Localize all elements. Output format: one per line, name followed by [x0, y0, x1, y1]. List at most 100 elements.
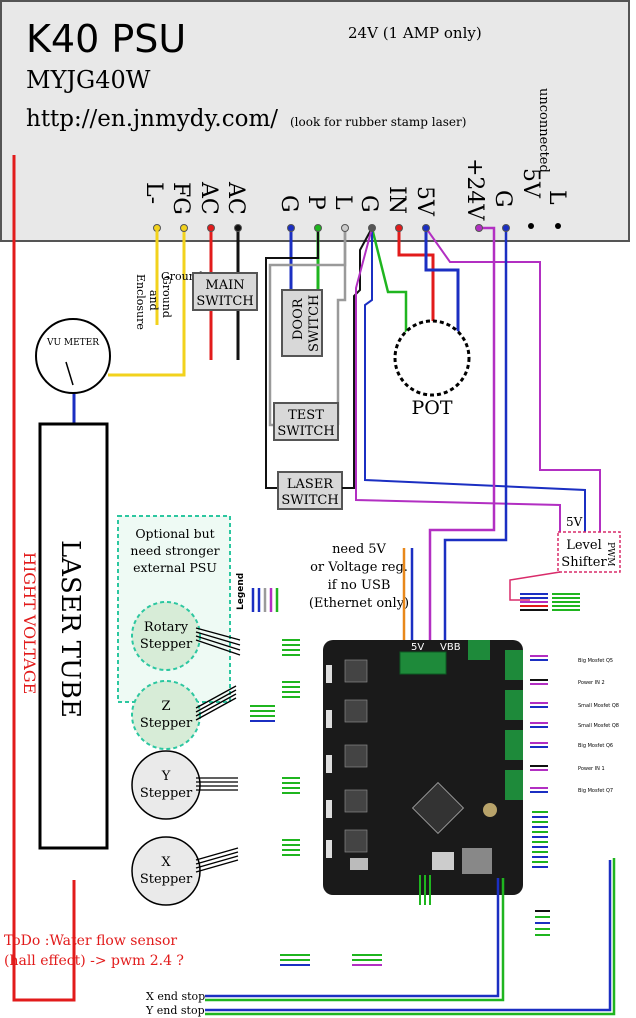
y-stepper-label-2: Stepper [140, 786, 193, 801]
pin-dot-fg [180, 224, 188, 232]
need5v-line4: (Ethernet only) [309, 596, 409, 611]
psu-rating: 24V (1 AMP only) [348, 24, 482, 42]
level-shifter [557, 531, 621, 573]
x-end-stop-label: X end stop [146, 990, 205, 1003]
x-stepper-label-1: X [161, 855, 171, 870]
pwm-pink-wire [509, 571, 561, 601]
pin-dot-in [395, 224, 403, 232]
vu-meter-label: VU METER [46, 338, 99, 348]
psu-url: http://en.jnmydy.com/ [26, 106, 278, 132]
pin-dot-ac1 [207, 224, 215, 232]
ground-label-line3: Enclosure [134, 274, 147, 330]
pin-in: IN [384, 186, 409, 214]
serial-pin-wires [535, 910, 550, 936]
need5v-line3: if no USB [328, 578, 391, 593]
endstop-pin-wires [532, 811, 548, 868]
level-shifter-label-2: Shifter [561, 555, 607, 570]
wire-g2-purple-board [355, 227, 561, 540]
pin-g-1: G [276, 195, 301, 213]
optional-label-2: need stronger [130, 543, 219, 558]
right-label-q5: Big Mosfet Q5 [578, 658, 613, 664]
board-right-terminals [505, 650, 523, 800]
todo-line2: (hall effect) -> pwm 2.4 ? [4, 953, 184, 969]
wire-24v-purple [428, 226, 496, 668]
laser-tube [38, 422, 109, 850]
board-vbb-label: VBB [440, 642, 461, 653]
pin-ac-1: AC [196, 181, 221, 215]
laser-switch [277, 471, 343, 510]
wire-5v-blue [424, 228, 460, 362]
board-terminal-top [468, 640, 490, 660]
level-shifter-label-1: Level [566, 538, 602, 553]
board-connectors-left [326, 665, 332, 858]
pin-fg: FG [168, 182, 193, 215]
need5v-line1: need 5V [332, 542, 386, 557]
test-switch-label-1: TEST [288, 408, 324, 423]
pot [393, 319, 471, 397]
ground-label-line1: Ground [160, 276, 173, 318]
y-stepper-label-1: Y [161, 769, 171, 784]
pin-p: P [303, 195, 328, 210]
wire-5v-purple [425, 227, 601, 540]
board-driver-chips [344, 659, 368, 853]
top-right-header-wires [520, 593, 580, 611]
pin-ac-2: AC [223, 181, 248, 215]
test-switch [273, 402, 339, 441]
board-sd-slot [432, 852, 454, 870]
pin-g-3: G [490, 190, 515, 208]
door-switch-label-1: DOOR [291, 297, 306, 340]
x-endstop-wire-blue [205, 878, 500, 998]
laser-switch-label-1: LASER [287, 477, 334, 492]
wire-p-black [265, 228, 319, 489]
psu-title: K40 PSU [26, 17, 186, 61]
board-5v-label: 5V [411, 642, 424, 653]
main-switch-label-1: MAIN [205, 278, 244, 293]
x-endstop-wire-green [205, 878, 505, 1002]
right-label-power-in-2: Power IN 2 [578, 680, 605, 686]
x-stepper [131, 836, 201, 906]
right-label-q8-a: Small Mosfet Q8 [578, 703, 619, 709]
bottom-header-wires [280, 875, 431, 966]
board-mcu [411, 781, 465, 835]
main-switch-label-2: SWITCH [196, 294, 253, 309]
smoothieboard [323, 640, 523, 895]
z-stepper-label-2: Stepper [140, 716, 193, 731]
rotary-stepper-label-1: Rotary [144, 620, 189, 635]
laser-switch-label-2: SWITCH [281, 493, 338, 508]
pin-dot-24v [475, 224, 483, 232]
right-label-q8-b: Small Mosfet Q8 [578, 723, 619, 729]
pin-5v-b: 5V [518, 168, 543, 199]
vu-meter [35, 318, 111, 394]
pot-label: POT [411, 397, 452, 419]
level-shifter-5v: 5V [566, 515, 583, 529]
rotary-stepper [131, 601, 201, 671]
high-voltage-wire [12, 155, 76, 1002]
pin-dot-g1 [287, 224, 295, 232]
wire-g2-green [370, 227, 408, 362]
wire-l1-grey-b [336, 228, 347, 425]
pwm-label: PWM [605, 542, 615, 567]
y-end-stop-label: Y end stop [145, 1004, 205, 1017]
unconnected-dot-5v [528, 223, 534, 229]
optional-label-1: Optional but [135, 526, 214, 541]
y-endstop-wire-green [205, 858, 616, 1016]
x-stepper-label-2: Stepper [140, 872, 193, 887]
right-label-q7: Big Mosfet Q7 [578, 788, 613, 794]
door-switch [281, 289, 323, 357]
high-voltage-label: HIGHT VOLTAGE [20, 552, 39, 694]
pin-l-2: L [544, 190, 569, 205]
psu-model: MYJG40W [26, 66, 151, 94]
left-header-wires [250, 639, 300, 856]
rotary-stepper-label-2: Stepper [140, 637, 193, 652]
pin-g-2: G [356, 195, 381, 213]
main-switch [192, 272, 258, 311]
wire-g2-blue-board [364, 228, 586, 540]
psu-url-note: (look for rubber stamp laser) [290, 115, 466, 129]
z-stepper [131, 680, 201, 750]
pin-dot-l1 [341, 224, 349, 232]
wire-g3-blue [443, 228, 508, 668]
pin-dot-ac2 [234, 224, 242, 232]
pin-5v-a: 5V [412, 186, 437, 217]
door-switch-label-2: SWITCH [307, 295, 322, 352]
